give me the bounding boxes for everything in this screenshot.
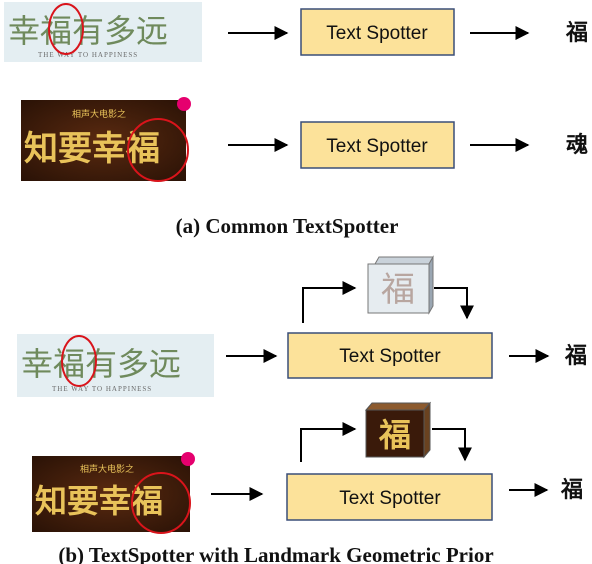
prior-glyph: 福 [381,270,415,310]
output-char-a1: 福 [565,21,588,46]
text-spotter-box-b1: Text Spotter [287,332,493,379]
highlight-circle [131,472,191,534]
output-char-b1: 福 [564,344,587,369]
badge-icon [181,452,195,466]
text-spotter-label: Text Spotter [326,136,428,157]
input-image-a1: 幸福有多远 THE WAY TO HAPPINESS [4,2,202,62]
elbow-arrow-icon [300,422,357,462]
banner-text: 知要幸福 [35,482,163,520]
input-image-b1: 幸福有多远 THE WAY TO HAPPINESS [17,334,214,397]
banner-text: 幸福有多远 [8,12,168,50]
elbow-arrow-icon [302,281,357,323]
glyph-cube-icon: 福 [364,401,432,459]
output-char-a2: 魂 [566,132,588,158]
caption-b: (b) TextSpotter with Landmark Geometric … [58,543,493,564]
banner-subtext: 相声大电影之 [80,463,134,475]
text-spotter-label: Text Spotter [339,346,441,367]
banner-subtext: THE WAY TO HAPPINESS [38,51,138,59]
highlight-circle [61,335,97,387]
elbow-arrow-icon [434,287,474,320]
text-spotter-label: Text Spotter [326,23,428,44]
input-image-b2: 相声大电影之 知要幸福 [32,452,195,534]
banner-subtext: 相声大电影之 [72,108,126,120]
glyph-cube-icon: 福 [367,255,434,315]
badge-icon [177,97,191,111]
elbow-arrow-icon [432,428,472,462]
text-spotter-box-a2: Text Spotter [300,121,455,169]
highlight-circle [48,3,84,55]
text-spotter-box-a1: Text Spotter [300,8,455,56]
input-image-a2: 相声大电影之 知要幸福 [21,97,191,182]
highlight-circle [127,118,189,182]
banner-text: 知要幸福 [24,129,160,169]
text-spotter-label: Text Spotter [339,488,441,509]
prior-glyph: 福 [378,416,411,454]
banner-text: 幸福有多远 [21,345,181,383]
output-char-b2: 福 [560,478,583,503]
text-spotter-box-b2: Text Spotter [286,473,493,521]
caption-a: (a) Common TextSpotter [176,214,399,238]
banner-subtext: THE WAY TO HAPPINESS [52,385,152,393]
